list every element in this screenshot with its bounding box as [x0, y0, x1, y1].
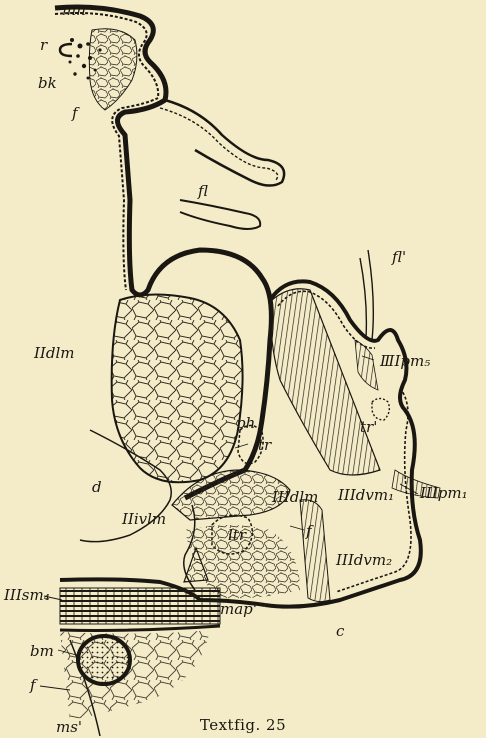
label-r: r	[40, 36, 48, 54]
label-IIIpm1: IIIpm₁	[419, 484, 468, 502]
label-tr: tr	[258, 436, 272, 454]
label-IIIdvm2: IIIdvm₂	[335, 551, 392, 569]
label-tr-prime: tr'	[360, 418, 377, 436]
label-IIIpm5: ⅢIpm₅	[379, 352, 430, 370]
r-loop	[60, 44, 72, 56]
label-f-bottom: f	[29, 676, 38, 694]
label-d: d	[92, 478, 102, 496]
tracheal-body-tr-prime	[372, 399, 389, 421]
fl-extension	[180, 200, 260, 229]
basal-body-bm	[78, 636, 130, 684]
label-bk: bk	[38, 74, 57, 92]
label-IIIdlm: IIIdlm	[271, 488, 318, 506]
label-bm: bm	[30, 642, 54, 660]
label-mn: mn	[62, 1, 86, 19]
label-map-prime: map'	[220, 600, 257, 618]
muscle-IIIsm4	[60, 588, 220, 624]
label-c: c	[336, 622, 345, 640]
label-IIdlm: IIdlm	[33, 344, 74, 362]
label-IIIdvm1: IIIdvm₁	[337, 486, 394, 504]
muscle-IIIdvm1	[271, 289, 380, 475]
label-ph: ph	[236, 414, 255, 432]
label-ltr: ltr	[228, 526, 247, 544]
label-IIivlm: IIivlm	[121, 510, 166, 528]
label-f-top: f	[71, 104, 80, 122]
label-fl: fl	[197, 182, 208, 200]
tissue-head-region	[89, 29, 137, 110]
figure-caption: Textfig. 25	[0, 716, 486, 734]
label-IIIsm4: IIIsm₄	[3, 586, 50, 604]
muscle-mass-IIdlm	[112, 294, 243, 482]
label-fl-prime: fl'	[391, 248, 406, 266]
muscle-IIIdvm2	[300, 500, 330, 602]
